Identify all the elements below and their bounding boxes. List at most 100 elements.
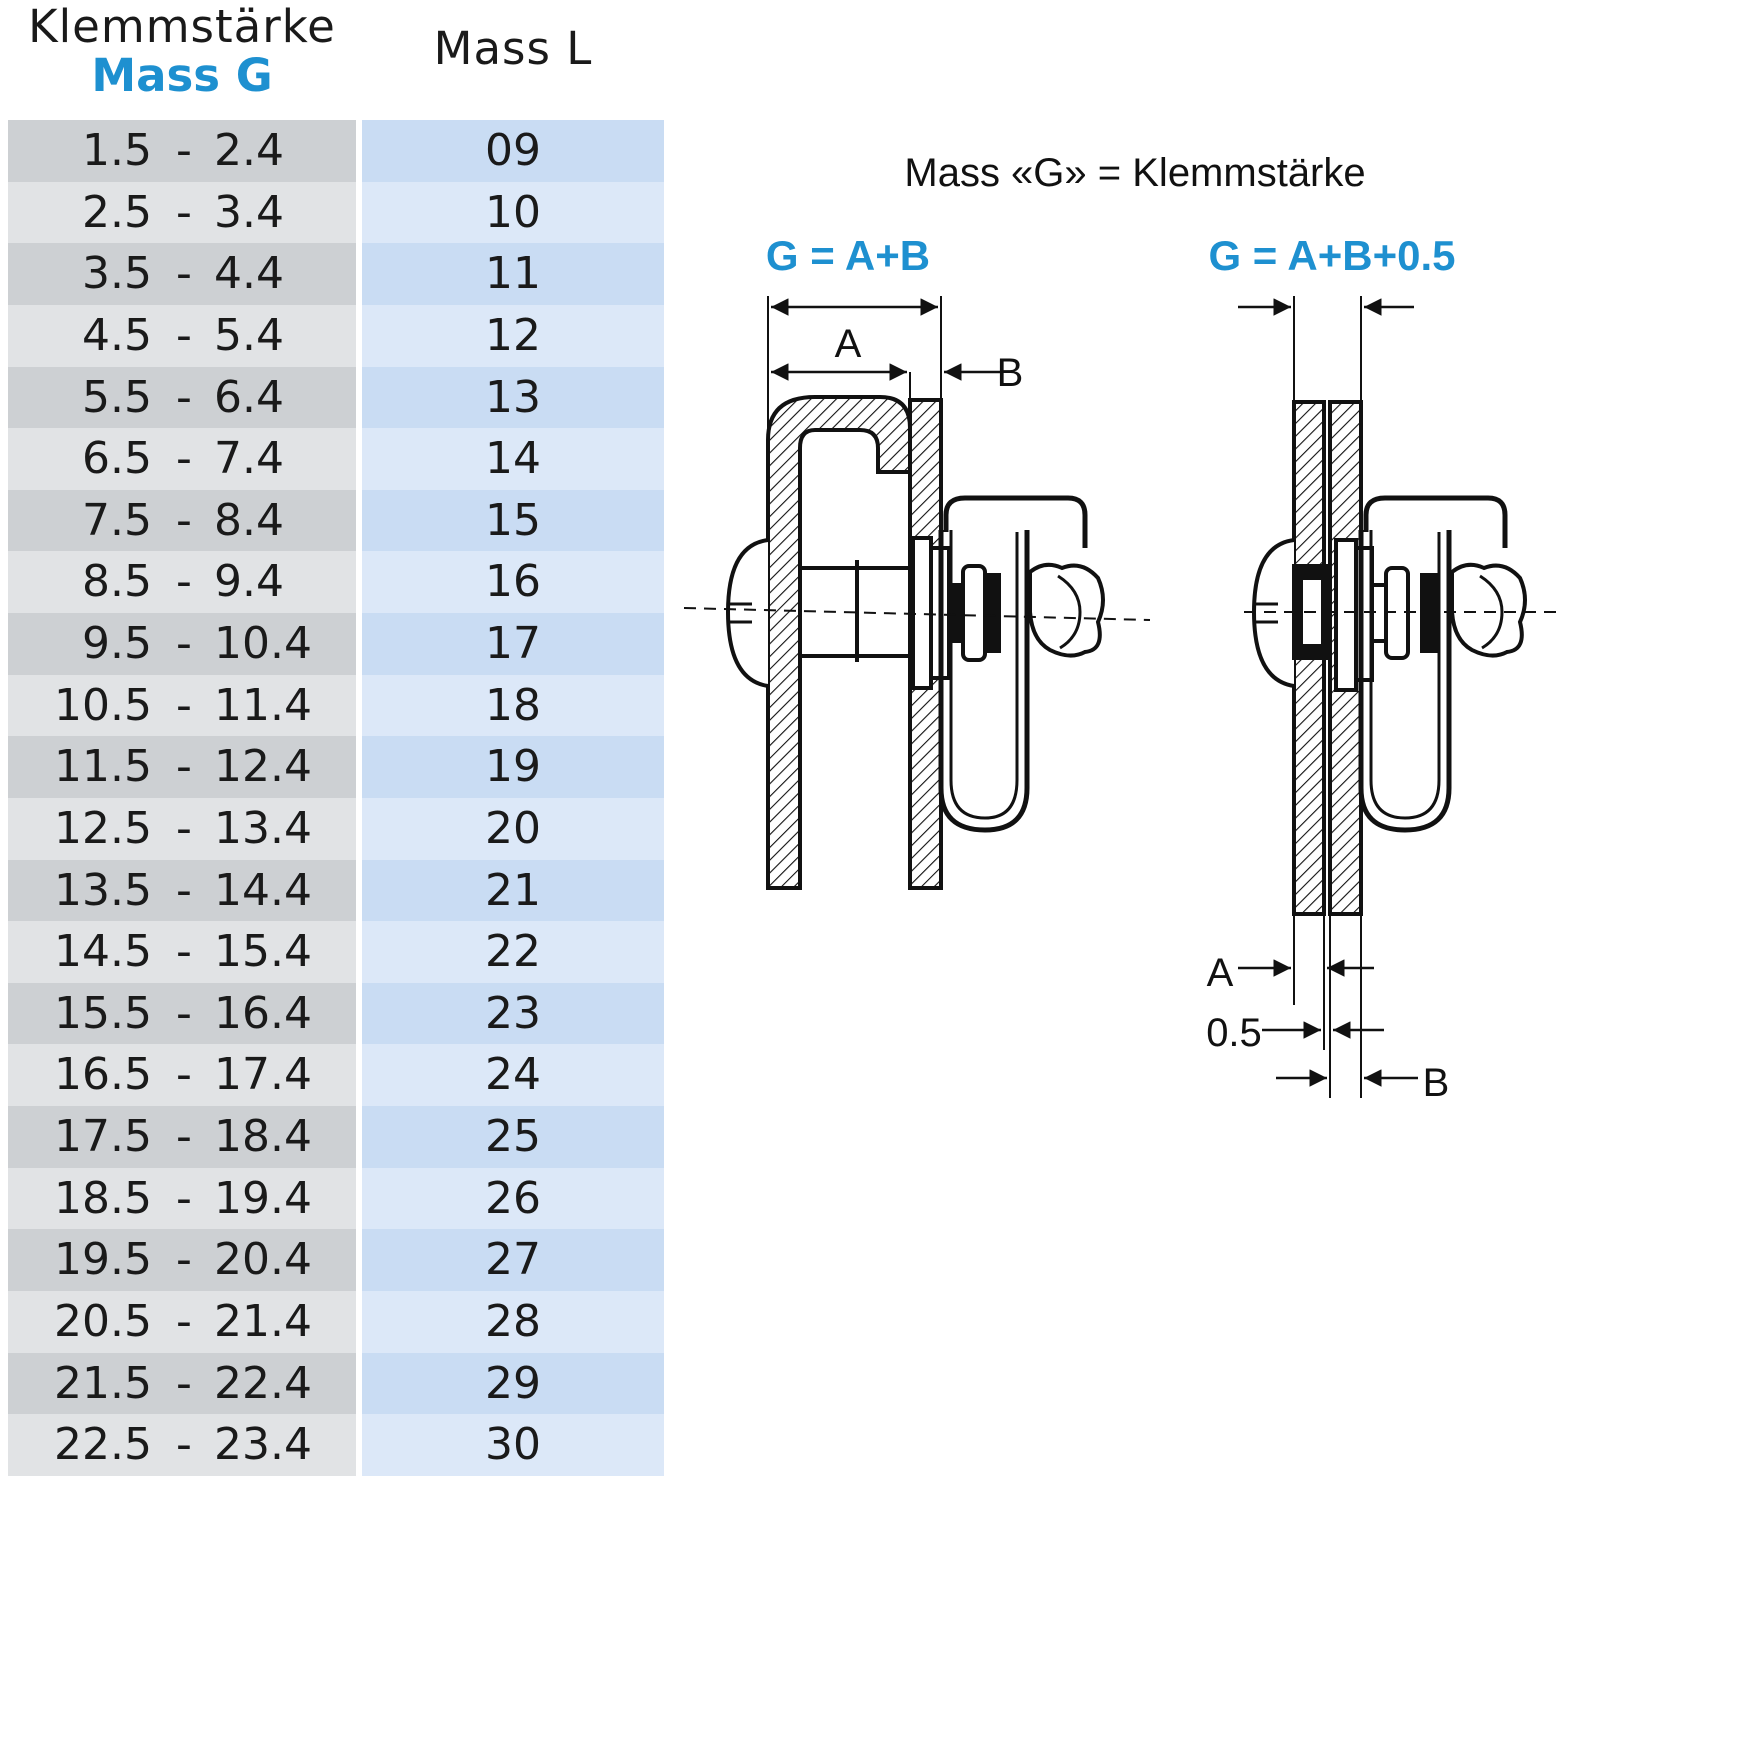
range-dash: - bbox=[176, 433, 192, 485]
mass-l-cell: 26 bbox=[362, 1167, 664, 1230]
mass-g-cell: 2.5-3.4 bbox=[8, 181, 356, 244]
g-to: 15.4 bbox=[214, 926, 312, 978]
mass-g-cell: 9.5-10.4 bbox=[8, 613, 356, 675]
mass-l-cell: 09 bbox=[362, 120, 664, 182]
g-from: 16.5 bbox=[54, 1049, 152, 1101]
range-dash: - bbox=[176, 864, 192, 916]
g-to: 14.4 bbox=[214, 864, 312, 916]
g-from: 17.5 bbox=[54, 1111, 152, 1162]
g-to: 11.4 bbox=[214, 679, 312, 731]
mass-l-cell: 23 bbox=[362, 982, 664, 1045]
range-dash: - bbox=[176, 556, 192, 608]
range-dash: - bbox=[176, 1049, 192, 1101]
mass-g-cell: 15.5-16.4 bbox=[8, 982, 356, 1045]
mass-l-cell: 25 bbox=[362, 1106, 664, 1168]
g-from: 19.5 bbox=[54, 1234, 152, 1286]
mass-l-cell: 19 bbox=[362, 736, 664, 798]
range-dash: - bbox=[176, 741, 192, 793]
range-dash: - bbox=[176, 309, 192, 361]
g-from: 22.5 bbox=[54, 1419, 152, 1471]
mass-g-cell: 8.5-9.4 bbox=[8, 551, 356, 613]
mass-g-cell: 20.5-21.4 bbox=[8, 1290, 356, 1353]
mass-g-cell: 6.5-7.4 bbox=[8, 428, 356, 490]
mass-g-label: Mass G bbox=[91, 49, 273, 102]
g-to: 22.4 bbox=[214, 1357, 312, 1409]
mass-g-cell: 19.5-20.4 bbox=[8, 1229, 356, 1291]
mass-l-cell: 15 bbox=[362, 489, 664, 552]
right-label-b: B bbox=[1423, 1061, 1450, 1105]
mass-g-cell: 22.5-23.4 bbox=[8, 1414, 356, 1476]
g-to: 23.4 bbox=[214, 1419, 312, 1471]
mass-l-cell: 13 bbox=[362, 366, 664, 429]
right-label-a: A bbox=[1207, 951, 1234, 995]
range-dash: - bbox=[176, 186, 192, 238]
left-label-b: B bbox=[997, 351, 1024, 395]
mass-l-cell: 29 bbox=[362, 1352, 664, 1415]
range-dash: - bbox=[176, 926, 192, 978]
range-dash: - bbox=[176, 987, 192, 1039]
mass-g-cell: 12.5-13.4 bbox=[8, 797, 356, 860]
g-to: 4.4 bbox=[214, 248, 284, 300]
mass-l-cell: 17 bbox=[362, 613, 664, 675]
g-to: 8.4 bbox=[214, 494, 284, 546]
g-from: 2.5 bbox=[82, 186, 152, 238]
g-to: 5.4 bbox=[214, 309, 284, 361]
range-dash: - bbox=[176, 618, 192, 669]
clamping-diagram: Mass «G» = Klemmstärke G = A+B G = A+B+0… bbox=[683, 151, 1560, 1105]
range-dash: - bbox=[176, 1172, 192, 1224]
g-from: 5.5 bbox=[82, 371, 152, 423]
mass-g-cell: 7.5-8.4 bbox=[8, 489, 356, 552]
g-to: 21.4 bbox=[214, 1295, 312, 1347]
right-label-gap: 0.5 bbox=[1206, 1011, 1262, 1055]
g-from: 15.5 bbox=[54, 987, 152, 1039]
mass-l-cell: 27 bbox=[362, 1229, 664, 1291]
mass-g-cell: 1.5-2.4 bbox=[8, 120, 356, 182]
mass-g-cell: 10.5-11.4 bbox=[8, 674, 356, 737]
range-dash: - bbox=[176, 1234, 192, 1286]
g-to: 6.4 bbox=[214, 371, 284, 423]
range-dash: - bbox=[176, 1419, 192, 1471]
mass-l-cell: 12 bbox=[362, 304, 664, 367]
g-to: 9.4 bbox=[214, 556, 284, 608]
g-to: 17.4 bbox=[214, 1049, 312, 1101]
table-row: 13.5-14.4 21 bbox=[8, 859, 664, 922]
mass-g-cell: 16.5-17.4 bbox=[8, 1044, 356, 1106]
mass-l-cell: 21 bbox=[362, 859, 664, 922]
mass-g-cell: 4.5-5.4 bbox=[8, 304, 356, 367]
mass-l-cell: 16 bbox=[362, 551, 664, 613]
mass-g-cell: 5.5-6.4 bbox=[8, 366, 356, 429]
g-to: 16.4 bbox=[214, 987, 312, 1039]
klemmstaerke-label: Klemmstärke bbox=[28, 0, 336, 53]
g-from: 11.5 bbox=[54, 741, 152, 793]
left-formula: G = A+B bbox=[766, 232, 930, 279]
mass-l-cell: 10 bbox=[362, 181, 664, 244]
range-dash: - bbox=[176, 1295, 192, 1347]
mass-l-cell: 22 bbox=[362, 921, 664, 983]
mass-g-cell: 18.5-19.4 bbox=[8, 1167, 356, 1230]
mass-l-cell: 24 bbox=[362, 1044, 664, 1106]
g-from: 6.5 bbox=[82, 433, 152, 485]
g-from: 13.5 bbox=[54, 864, 152, 916]
mass-l-cell: 28 bbox=[362, 1290, 664, 1353]
left-assembly bbox=[683, 296, 1151, 890]
g-from: 20.5 bbox=[54, 1295, 152, 1347]
range-dash: - bbox=[176, 494, 192, 546]
range-dash: - bbox=[176, 679, 192, 731]
g-from: 10.5 bbox=[54, 679, 152, 731]
g-from: 12.5 bbox=[54, 802, 152, 854]
